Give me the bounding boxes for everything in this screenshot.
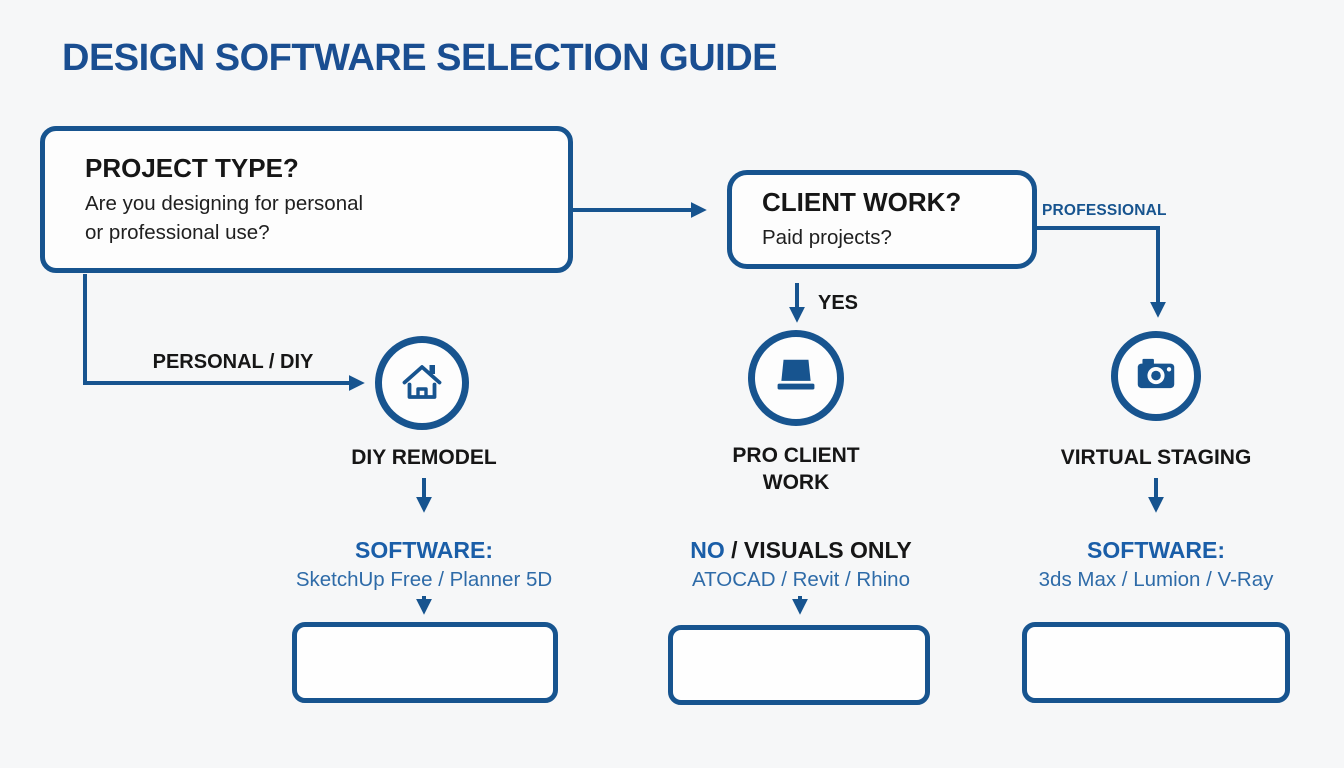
page-title: DESIGN SOFTWARE SELECTION GUIDE (62, 37, 778, 79)
edge-label-yes: YES (818, 292, 859, 314)
pro-result-heading: NO / VISUALS ONLY (656, 537, 946, 564)
pro-branch-label-line1: PRO CLIENT (732, 444, 860, 467)
pro-branch-circle (748, 330, 844, 426)
project-type-question-line2: or professional use? (85, 220, 270, 244)
staging-software-list: 3ds Max / Lumion / V-Ray (1038, 568, 1274, 591)
staging-branch-label: VIRTUAL STAGING (1060, 446, 1252, 469)
pro-result-box (668, 625, 930, 705)
diy-branch-label: DIY REMODEL (351, 446, 497, 469)
diy-branch-circle (375, 336, 469, 430)
staging-result-box (1022, 622, 1290, 703)
edge-label-professional: PROFESSIONAL (1042, 202, 1167, 219)
staging-branch-circle (1111, 331, 1201, 421)
diy-software-list: SketchUp Free / Planner 5D (295, 568, 553, 591)
diy-result-box (292, 622, 558, 703)
pro-result-rest: / VISUALS ONLY (724, 537, 912, 563)
connector-professional-elbow (1037, 226, 1166, 318)
project-type-question-line1: Are you designing for personal (85, 191, 364, 215)
client-work-question: Paid projects? (762, 226, 892, 249)
pro-branch-label: PRO CLIENT WORK (676, 442, 916, 496)
client-work-title: CLIENT WORK? (762, 187, 962, 217)
diy-software-heading: SOFTWARE: (355, 537, 493, 563)
decision-box-client-work: CLIENT WORK? Paid projects? (727, 170, 1037, 269)
house-icon (398, 357, 446, 410)
staging-software-heading: SOFTWARE: (1087, 537, 1225, 563)
pro-result-highlight: NO (690, 537, 725, 563)
laptop-icon (770, 350, 822, 407)
pro-software-list: ATOCAD / Revit / Rhino (692, 568, 910, 591)
project-type-title: PROJECT TYPE? (85, 152, 299, 183)
pro-branch-label-line2: WORK (762, 471, 830, 494)
edge-label-personal-diy: PERSONAL / DIY (152, 351, 314, 373)
decision-box-project-type: PROJECT TYPE? Are you designing for pers… (40, 126, 573, 273)
camera-icon (1131, 349, 1181, 404)
